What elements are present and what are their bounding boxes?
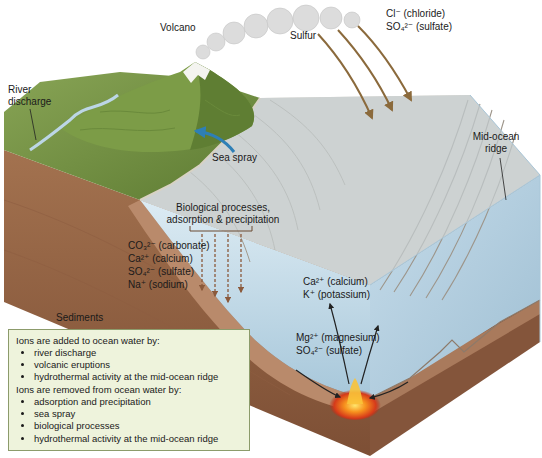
leader-line: [500, 158, 506, 200]
deposition-arrow: [338, 30, 392, 110]
plume-puff: [207, 33, 225, 51]
ion-label: SO₄²⁻ (sulfate): [386, 21, 452, 33]
part-label: Sea spray: [212, 152, 257, 164]
part-label: Mid-ocean ridge: [468, 131, 524, 155]
part-label: Sediments: [56, 312, 103, 324]
key-box: Ions are added to ocean water by:river d…: [8, 329, 250, 451]
ion-label: Mg²⁺ (magnesium): [296, 332, 380, 344]
water-edge: [370, 95, 540, 285]
ion-label: Cl⁻ (chloride): [386, 8, 445, 20]
deposition-arrow: [318, 34, 372, 118]
bullet-item: river discharge: [34, 347, 242, 359]
plume-puff: [244, 14, 268, 38]
seafloor-line: [370, 300, 540, 398]
plume-puff: [320, 7, 342, 29]
bullet-item: adsorption and precipitation: [34, 396, 242, 408]
removal-arrow: [240, 234, 241, 292]
deposition-arrow: [358, 26, 411, 100]
water-edge: [540, 175, 541, 342]
ion-label: CO₃²⁻ (carbonate): [128, 240, 210, 252]
vent-plume: [347, 378, 363, 404]
plume-puff: [267, 8, 293, 34]
part-label: Volcano: [160, 22, 196, 34]
box-heading: Ions are added to ocean water by:: [16, 335, 242, 347]
bullet-item: biological processes: [34, 420, 242, 432]
leader-line: [30, 109, 36, 140]
ion-label: SO₄²⁻ (sulfate): [296, 345, 362, 357]
bullet-item: hydrothermal activity at the mid-ocean r…: [34, 433, 242, 445]
part-label: Sulfur: [290, 30, 316, 42]
ion-label: Ca²⁺ (calcium): [303, 276, 368, 288]
ion-label: Ca²⁺ (calcium): [128, 253, 193, 265]
plume-puff: [196, 45, 210, 59]
bullet-item: hydrothermal activity at the mid-ocean r…: [34, 371, 242, 383]
plume-puff: [223, 22, 245, 44]
box-heading: Ions are removed from ocean water by:: [16, 384, 242, 396]
ion-label: SO₄²⁻ (sulfate): [128, 266, 194, 278]
ion-label: K⁺ (potassium): [303, 289, 370, 301]
plume-puff: [344, 12, 360, 28]
part-label: River discharge: [8, 84, 58, 108]
sea-spray-arrow: [196, 131, 234, 152]
ion-label: Na⁺ (sodium): [128, 279, 188, 291]
volcano-summit: [183, 62, 210, 83]
removal-arrow: [214, 234, 215, 296]
bracket: [190, 226, 252, 231]
bullet-item: volcanic eruptions: [34, 359, 242, 371]
volcanic-plume: [196, 5, 360, 59]
process-label: Biological processes, adsorption & preci…: [160, 202, 286, 226]
inflow-arrow: [370, 382, 408, 398]
plume-puff: [293, 5, 319, 31]
removal-arrow: [227, 234, 228, 302]
bullet-item: sea spray: [34, 408, 242, 420]
outflow-arrow: [330, 304, 349, 384]
inflow-arrow: [296, 370, 340, 397]
